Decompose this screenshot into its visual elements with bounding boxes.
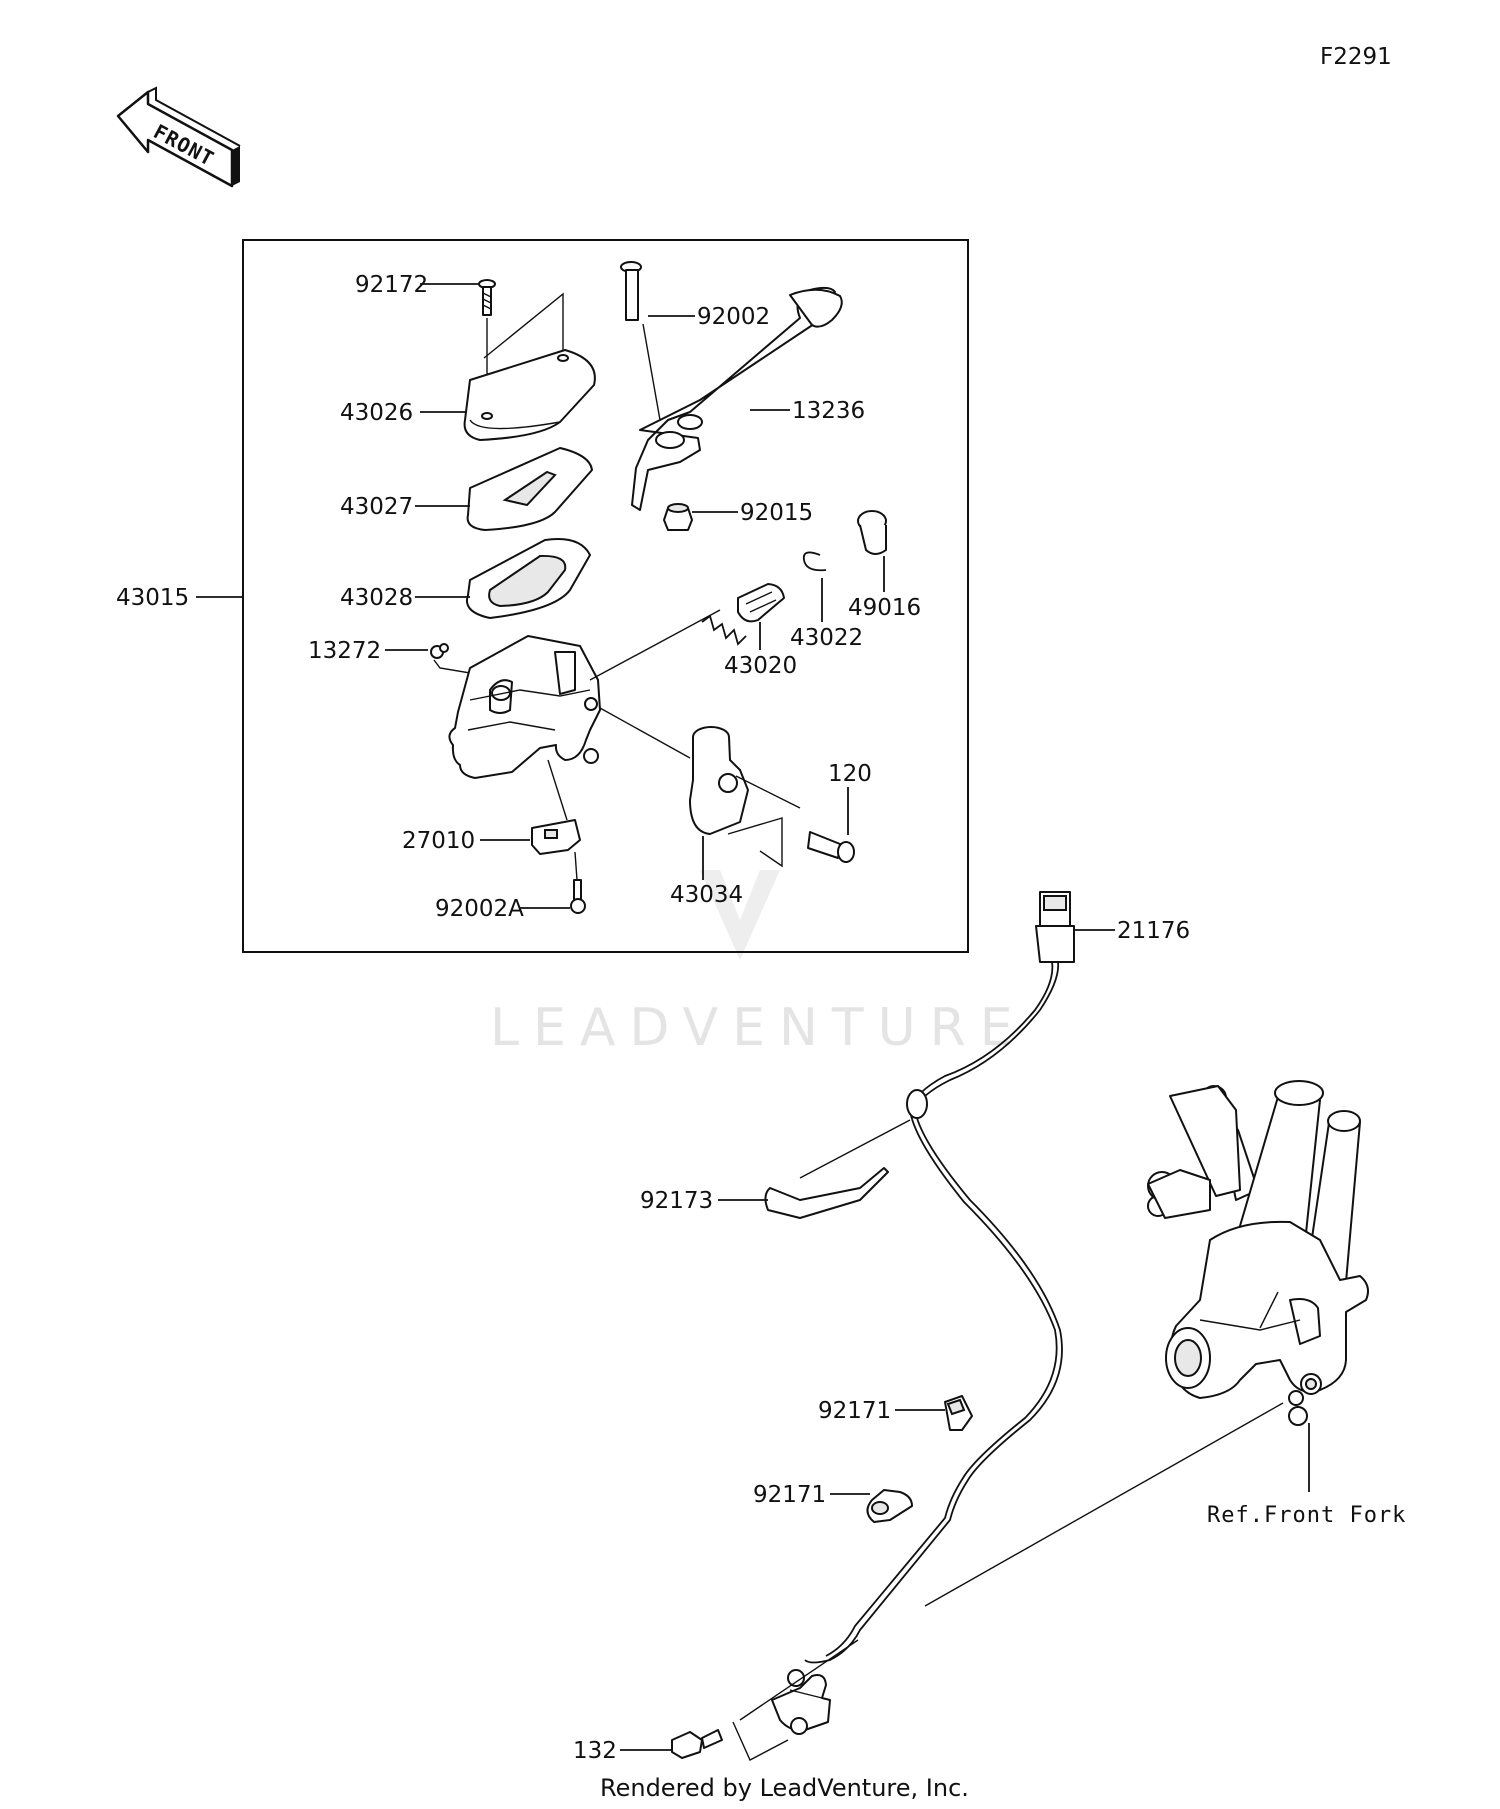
part-92171-clip-lower (830, 1489, 913, 1523)
part-92015-nut (663, 503, 738, 531)
part-43034-clamp (599, 707, 801, 880)
footer-credit: Rendered by LeadVenture, Inc. (600, 1774, 969, 1802)
callout-92172: 92172 (355, 272, 428, 298)
part-120-bolt (727, 787, 855, 868)
callout-92002A: 92002A (435, 896, 524, 922)
callout-92173: 92173 (640, 1188, 713, 1214)
part-27010-brake-switch (480, 759, 581, 855)
callout-132: 132 (573, 1738, 617, 1764)
callout-43020: 43020 (724, 653, 797, 679)
callout-92171-upper: 92171 (818, 1398, 891, 1424)
part-92002A-screw (520, 851, 586, 914)
part-43028-diaphragm (415, 538, 591, 619)
callout-13272: 13272 (308, 638, 381, 664)
callout-43015: 43015 (116, 585, 189, 611)
part-13272-bleeder (385, 643, 549, 687)
ref-front-fork-label: Ref.Front Fork (1207, 1503, 1406, 1528)
part-132-bolt (620, 1721, 789, 1761)
front-fork-reference (924, 1080, 1369, 1607)
callout-49016: 49016 (848, 595, 921, 621)
part-49016-boot (857, 510, 887, 592)
diagram-code: F2291 (1320, 44, 1392, 70)
part-21176-abs-sensor-harness (804, 891, 1115, 1664)
master-cylinder-assembly-box (242, 239, 969, 953)
callout-43027: 43027 (340, 494, 413, 520)
callout-43022: 43022 (790, 625, 863, 651)
callout-21176: 21176 (1117, 918, 1190, 944)
callout-92002: 92002 (697, 304, 770, 330)
part-92173-clamp-bracket (718, 1119, 911, 1219)
part-43026-reservoir-cap (420, 292, 596, 441)
part-92171-clip-upper (895, 1395, 973, 1431)
callout-92171-lower: 92171 (753, 1482, 826, 1508)
abs-sensor-head (739, 1639, 859, 1735)
callout-43034: 43034 (670, 882, 743, 908)
master-cylinder-body (448, 609, 721, 779)
callout-13236: 13236 (792, 398, 865, 424)
callout-120: 120 (828, 761, 872, 787)
watermark-text: LEADVENTURE (490, 998, 1027, 1058)
callout-43028: 43028 (340, 585, 413, 611)
front-direction-arrow-icon: FRONT (116, 86, 241, 188)
watermark: LEADVENTURE (490, 870, 1027, 1058)
callout-43026: 43026 (340, 400, 413, 426)
part-43022-circlip (802, 551, 827, 622)
part-13236-brake-lever (631, 286, 843, 511)
callout-92015: 92015 (740, 500, 813, 526)
callout-27010: 27010 (402, 828, 475, 854)
part-43020-piston-kit (701, 583, 785, 650)
part-92002-pivot-bolt (620, 261, 695, 421)
part-43027-diaphragm-plate (415, 447, 593, 531)
